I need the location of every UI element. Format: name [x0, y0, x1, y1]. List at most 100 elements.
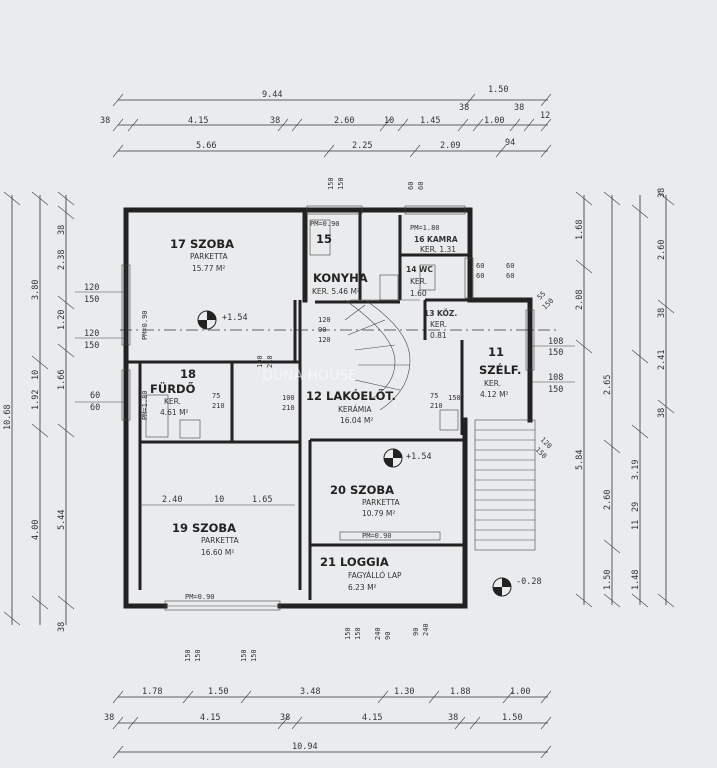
- dim-left-in-0: 38: [57, 225, 67, 235]
- door-mark-10: 150: [184, 649, 192, 662]
- dim-bot-r2-3: 4.15: [362, 713, 382, 723]
- room-13-area: 0.81: [430, 331, 447, 340]
- dim-bot-r1-1: 1.50: [208, 687, 228, 697]
- room-21: 21 LOGGIA FAGYÁLLÓ LAP 6.23 M²: [320, 555, 402, 592]
- windows: [121, 205, 535, 611]
- dim-bot-r2-1: 4.15: [200, 713, 220, 723]
- dim-top-r2-4: 10: [384, 116, 394, 126]
- dim-right-mid-4: 11: [631, 520, 641, 530]
- door-mark-7: 210: [282, 404, 295, 412]
- level-label-1: +1.54: [222, 313, 248, 323]
- room-21-area: 6.23 M²: [348, 583, 377, 592]
- dim-top-r2-0: 38: [100, 116, 110, 126]
- room-20-name: 20 SZOBA: [330, 483, 394, 497]
- dim-left-mid-1: 1.92: [31, 390, 41, 410]
- door-mark-5: 210: [430, 402, 443, 410]
- room-16-name: 16 KAMRA: [414, 235, 458, 244]
- dim-top-r2-9: 12: [540, 111, 550, 121]
- level-markers: [197, 310, 512, 597]
- room-17-floor: PARKETTA: [190, 252, 228, 261]
- room-12-floor: KERÁMIA: [338, 405, 372, 414]
- door-mark-20: 60: [476, 262, 484, 270]
- door-mark-12: 150: [240, 649, 248, 662]
- room-19-name: 19 SZOBA: [172, 521, 236, 535]
- dim-right-in-2: 38: [657, 308, 667, 318]
- dim-right-open-3: 150: [548, 385, 563, 395]
- dim-bot-r2-4: 38: [448, 713, 458, 723]
- room-20-area: 10.79 M²: [362, 509, 395, 518]
- door-mark-4: 75: [430, 392, 438, 400]
- door-mark-6: 100: [282, 394, 295, 402]
- dim-left-open-1: 150: [84, 295, 99, 305]
- dim-right-mid-8: 1.50: [603, 570, 613, 590]
- room-19-floor: PARKETTA: [201, 536, 239, 545]
- dim-left-open-4: 60: [90, 391, 100, 401]
- door-mark-2: 100: [256, 355, 264, 368]
- level-label-2: +1.54: [406, 452, 432, 462]
- door-mark-28: 120: [318, 336, 331, 344]
- left-dimensions: 10.68 3.80 1.92 10 4.00 38 2.38 1.20 1.6…: [3, 191, 125, 632]
- room-16-area: KER. 1.31: [420, 245, 456, 254]
- door-mark-1: 210: [212, 402, 225, 410]
- door-mark-15: 150: [337, 177, 345, 190]
- room-13-name: 13 KÖZ.: [424, 309, 457, 318]
- room-19: 19 SZOBA PARKETTA 16.60 M²: [172, 521, 239, 557]
- dim-bot-r1-5: 1.00: [510, 687, 530, 697]
- dim-top-r3-1: 2.25: [352, 141, 372, 151]
- staircase: [344, 299, 536, 551]
- door-mark-27: 90: [318, 326, 326, 334]
- dim-top-r2-1: 4.15: [188, 116, 208, 126]
- dim-left-in-5: 38: [57, 622, 67, 632]
- dim-left-in-3: 1.66: [57, 370, 67, 390]
- dim-top-r2-2: 38: [270, 116, 280, 126]
- dim-left-in-4: 5.44: [57, 510, 67, 530]
- walls: [123, 207, 533, 609]
- room-19-dim-1: 10: [214, 495, 224, 505]
- door-marks: 75 210 100 210 75 210 100 210 90 240 150…: [184, 177, 555, 662]
- room-13: 13 KÖZ. KER. 0.81: [424, 309, 457, 340]
- door-mark-3: 210: [266, 355, 274, 368]
- dim-right-mid-1: 2.08: [575, 290, 585, 310]
- door-mark-17: 60: [417, 182, 425, 190]
- room-17-area: 15.77 M²: [192, 264, 225, 273]
- door-mark-16: 60: [407, 182, 415, 190]
- room-14-area: 1.60: [410, 289, 427, 298]
- fixtures: [145, 219, 459, 439]
- room-15: 15 KONYHA KER. 5.46 M²: [312, 232, 368, 296]
- dim-right-in-1: 2.60: [657, 240, 667, 260]
- dim-left-open-5: 60: [90, 403, 100, 413]
- room-11-area: 4.12 M²: [480, 390, 509, 399]
- door-mark-9: 240: [422, 623, 430, 636]
- room-17: 17 SZOBA PARKETTA 15.77 M²: [170, 237, 234, 273]
- door-mark-0: 75: [212, 392, 220, 400]
- room-20: 20 SZOBA PARKETTA 10.79 M²: [330, 483, 400, 518]
- dim-left-open-3: 150: [84, 341, 99, 351]
- room-19-dim-0: 2.40: [162, 495, 182, 505]
- room-18-name: FÜRDŐ: [150, 381, 196, 396]
- dim-bot-r2-5: 1.50: [502, 713, 522, 723]
- room-12-area: 16.04 M²: [340, 416, 373, 425]
- dim-right-mid-3: 3.19: [631, 460, 641, 480]
- door-mark-8: 90: [412, 628, 420, 636]
- right-dimensions: 5.84 1.68 2.08 2.65 3.19 11 29 2.60 1.48…: [530, 188, 675, 608]
- dim-top-r2-7: 1.00: [484, 116, 504, 126]
- dim-right-open-2: 108: [548, 373, 563, 383]
- room-21-floor: FAGYÁLLÓ LAP: [348, 571, 402, 580]
- room-13-floor: KER.: [430, 320, 447, 329]
- dim-right-mid-6: 2.60: [603, 490, 613, 510]
- dim-left-mid-0: 3.80: [31, 280, 41, 300]
- room-14: 14 WC KER. 1.60: [406, 265, 433, 298]
- dim-bot-r1-3: 1.30: [394, 687, 414, 697]
- door-mark-14: 150: [327, 177, 335, 190]
- room-11-name: SZÉLF.: [479, 362, 521, 377]
- dim-right-in-4: 38: [657, 408, 667, 418]
- dim-left-open-0: 120: [84, 283, 99, 293]
- dim-right-in-3: 2.41: [657, 350, 667, 370]
- room-18-area: 4.61 M²: [160, 408, 189, 417]
- room-12: 12 LAKÓELŐT. KERÁMIA 16.04 M²: [306, 388, 396, 425]
- dim-top-r3-0: 5.66: [196, 141, 216, 151]
- dim-right-open-0: 108: [548, 337, 563, 347]
- dim-top-r2-3: 2.60: [334, 116, 354, 126]
